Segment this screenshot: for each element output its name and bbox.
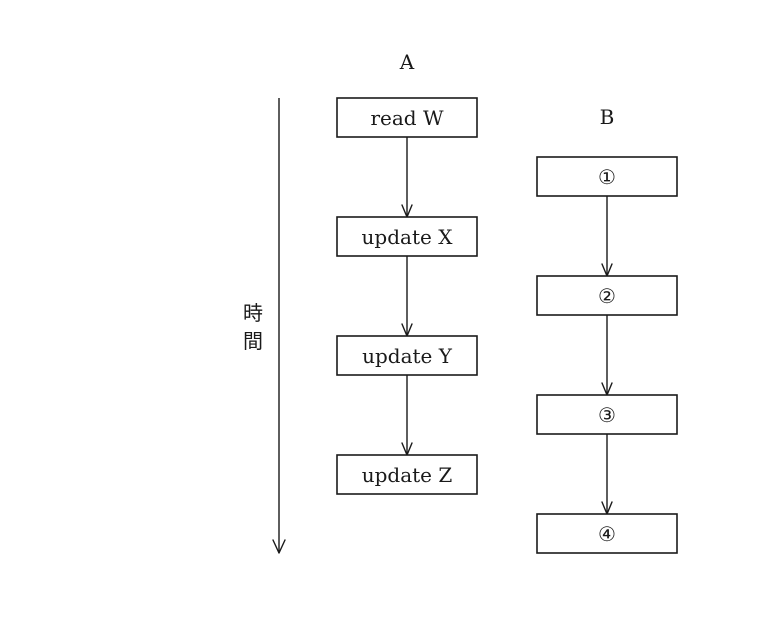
column-a-step-3-box — [336, 335, 478, 376]
column-a-arrow-2 — [401, 256, 413, 337]
column-a-step-3: update Y — [336, 335, 478, 376]
column-b-step-3: ③ — [536, 394, 678, 435]
column-a-step-2: update X — [336, 216, 478, 257]
column-a-arrow-1 — [401, 137, 413, 218]
column-b-header: B — [600, 105, 615, 129]
column-a-step-1-label: read W — [370, 106, 443, 130]
column-b-arrow-1 — [601, 196, 613, 277]
column-a-step-3-label: update Y — [362, 344, 453, 368]
column-b-step-2: ② — [536, 275, 678, 316]
column-a-step-4: update Z — [336, 454, 478, 495]
column-b-step-4-label: ④ — [598, 522, 616, 546]
column-a: A read W update X update Y update Z — [336, 50, 478, 495]
column-a-step-4-box — [336, 454, 478, 495]
column-b-step-1-box — [536, 156, 678, 197]
column-a-step-1: read W — [336, 97, 478, 138]
column-b-step-2-label: ② — [598, 284, 616, 308]
time-axis-label-2: 間 — [243, 329, 263, 353]
column-b-step-3-box — [536, 394, 678, 435]
column-a-step-1-box — [336, 97, 478, 138]
column-a-step-4-label: update Z — [362, 463, 453, 487]
column-b-step-3-label: ③ — [598, 403, 616, 427]
column-b-step-4: ④ — [536, 513, 678, 554]
column-b-arrow-2 — [601, 315, 613, 396]
time-axis-arrowhead — [272, 539, 286, 554]
column-b-arrow-3 — [601, 434, 613, 515]
column-b-step-1: ① — [536, 156, 678, 197]
column-a-step-2-label: update X — [362, 225, 454, 249]
column-b-step-4-box — [536, 513, 678, 554]
column-a-arrow-3 — [401, 375, 413, 456]
column-b-step-1-label: ① — [598, 165, 616, 189]
column-b: B ① ② ③ ④ — [536, 105, 678, 554]
column-b-step-2-box — [536, 275, 678, 316]
time-axis-label-1: 時 — [243, 301, 263, 325]
time-axis: 時 間 — [243, 98, 286, 554]
column-a-header: A — [399, 50, 415, 74]
